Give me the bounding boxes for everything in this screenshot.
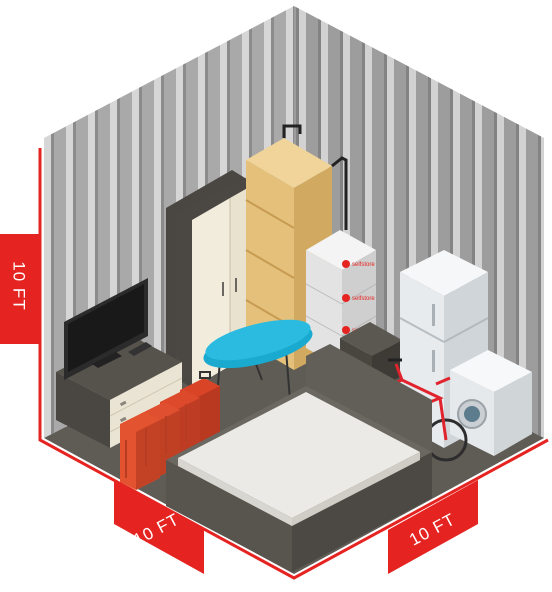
depth-badge [388, 480, 478, 574]
box-brand-text-2: selfstore [352, 296, 375, 302]
television [64, 278, 152, 380]
dimension-badges [0, 234, 478, 574]
washing-machine [450, 350, 532, 456]
height-label: 10 FT [9, 261, 29, 311]
height-badge [0, 234, 40, 344]
bed [166, 344, 432, 572]
width-badge [114, 480, 204, 574]
suitcases [120, 371, 220, 490]
box-brand-text: selfstore [352, 262, 375, 268]
